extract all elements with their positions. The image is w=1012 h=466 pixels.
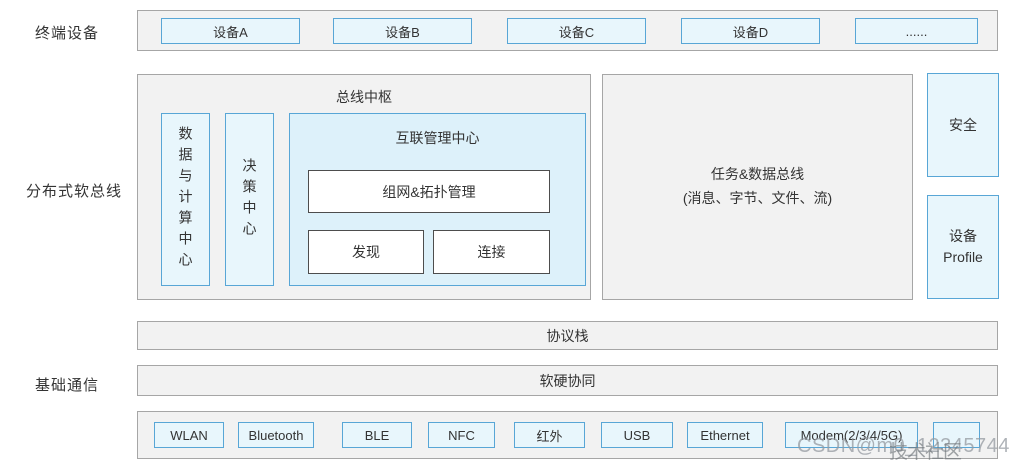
decision-center-label: 决策中心 [241,157,258,242]
hw-box-wlan: WLAN [154,422,224,448]
task-data-bus-line1: 任务&数据总线 [710,166,805,183]
device-profile-box: 设备 Profile [927,195,999,299]
device-d-box: 设备D [681,18,820,44]
hw-box-extra [933,422,980,448]
decision-center-box: 决策中心 [225,113,274,286]
security-box: 安全 [927,73,999,177]
device-a-box: 设备A [161,18,300,44]
topology-mgmt-box: 组网&拓扑管理 [308,170,550,213]
hw-box-ethernet: Ethernet [687,422,763,448]
label-distributed-softbus: 分布式软总线 [26,183,123,200]
interconnect-title: 互联管理中心 [395,130,480,146]
device-profile-line2: Profile [943,249,983,265]
hw-box-modem: Modem(2/3/4/5G) [785,422,918,448]
bus-hub-title: 总线中枢 [336,89,392,105]
data-compute-center-box: 数据与计算中心 [161,113,210,286]
task-data-bus-box: 任务&数据总线 (消息、字节、文件、流) [602,74,913,300]
hw-sw-synergy-bar: 软硬协同 [137,365,998,396]
bus-hub-container: 总线中枢 数据与计算中心 决策中心 互联管理中心 组网&拓扑管理 发现 连接 [137,74,591,300]
task-data-bus-line2: (消息、字节、文件、流) [682,190,833,206]
device-profile-line1: 设备 [949,228,977,244]
interconnect-mgmt-center: 互联管理中心 组网&拓扑管理 发现 连接 [289,113,586,286]
connect-box: 连接 [433,230,550,274]
terminal-devices-container: 设备A 设备B 设备C 设备D ...... [137,10,998,51]
hw-box-nfc: NFC [428,422,495,448]
device-b-box: 设备B [333,18,472,44]
protocol-stack-bar: 协议栈 [137,321,998,350]
hw-box-usb: USB [601,422,673,448]
device-c-box: 设备C [507,18,646,44]
discover-box: 发现 [308,230,424,274]
data-compute-center-label: 数据与计算中心 [177,126,194,273]
label-terminal-devices: 终端设备 [35,25,100,42]
hw-box-ble: BLE [342,422,412,448]
device-more-box: ...... [855,18,978,44]
base-comm-container: WLAN Bluetooth BLE NFC 红外 USB Ethernet M… [137,411,998,459]
hw-box-infrared: 红外 [514,422,585,448]
label-basic-communication: 基础通信 [35,377,100,394]
hw-box-bluetooth: Bluetooth [238,422,314,448]
